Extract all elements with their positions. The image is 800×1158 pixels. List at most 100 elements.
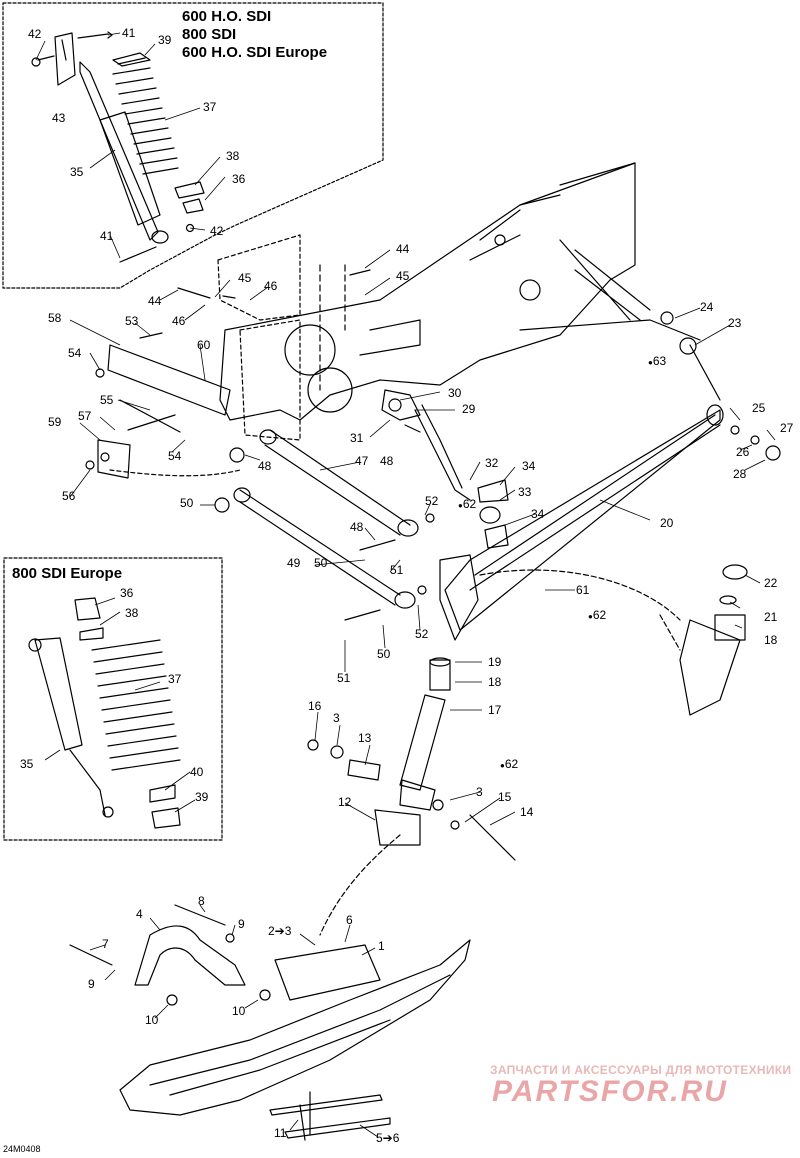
callout-c10b: 10 [232,1004,246,1018]
callout-c30: 30 [448,386,462,400]
callout-c63: ●63 [648,354,667,368]
spring-bottom [91,639,181,829]
callout-c42a: 42 [28,27,42,41]
callout-c1: 1 [378,939,385,953]
variant-title-line-1: 600 H.O. SDI [182,8,272,25]
variant-box-top [2,2,384,289]
callout-c41a: 41 [122,26,136,40]
callout-c54a: 54 [68,346,82,360]
ski-handle [69,904,246,986]
callout-c31: 31 [350,431,364,445]
callout-c11: 11 [274,1126,287,1140]
callout-c52b: 52 [415,627,429,641]
callout-c3a: 3 [333,711,340,725]
grease-drop-icon: ● [588,612,593,621]
callout-c41b: 41 [100,229,114,243]
callout-c10a: 10 [145,1013,159,1027]
callout-c27: 27 [780,421,794,435]
callout-c62c: ●62 [500,757,519,771]
watermark-tagline: ЗАПЧАСТИ И АКСЕССУАРЫ ДЛЯ МОТОТЕХНИКИ [490,1063,792,1077]
callout-c12: 12 [338,795,352,809]
callout-c18a: 18 [764,633,778,647]
callout-c26: 26 [736,445,750,459]
variant-title-line-2: 800 SDI [182,26,237,43]
callout-c8: 8 [198,894,205,908]
callout-c34a: 34 [522,459,536,473]
callout-c39b: 39 [195,790,209,804]
shock-absorber-bottom [28,597,114,818]
callout-c49: 49 [287,556,301,570]
callout-c40: 40 [190,765,204,779]
callout-c60: 60 [197,338,211,352]
callout-c50b: 50 [314,556,328,570]
callout-c48a: 48 [258,459,272,473]
callout-c45a: 45 [396,269,410,283]
callout-c32: 32 [485,456,499,470]
callout-c51b: 51 [337,671,351,685]
callout-c35a: 35 [70,165,84,179]
callout-c9b: 9 [88,977,95,991]
callout-c3b: 3 [476,785,483,799]
callout-c56: 56 [62,489,76,503]
variant-title-europe: 800 SDI Europe [12,565,123,582]
callout-c7: 7 [102,937,109,951]
callout-c18b: 18 [488,675,502,689]
callout-c36a: 36 [232,172,246,186]
callout-c56b: 5➔6 [376,1131,400,1145]
callout-c16: 16 [308,699,322,713]
callout-c54b: 54 [168,449,182,463]
callout-c22: 22 [764,576,778,590]
callout-c36b: 36 [120,586,134,600]
shock-bracket [97,344,231,479]
callout-c29: 29 [462,402,476,416]
callout-c15: 15 [498,790,512,804]
callout-c55: 55 [100,393,114,407]
steering-column [381,389,471,501]
callout-c39a: 39 [158,33,172,47]
callout-c46a: 46 [264,279,278,293]
callout-c28: 28 [733,467,747,481]
variant-box-bottom [3,557,223,841]
callout-c13: 13 [358,731,372,745]
callout-c42b: 42 [210,224,224,238]
callout-c34b: 34 [531,507,545,521]
leader-lines [35,32,776,1138]
callout-c25: 25 [752,401,766,415]
callout-c59: 59 [48,415,62,429]
callout-c38a: 38 [226,149,240,163]
tie-rod-end [477,479,509,549]
callout-c43: 43 [52,111,66,125]
callout-c50a: 50 [180,496,194,510]
callout-c48c: 48 [350,520,364,534]
callout-c9a: 9 [238,917,245,931]
callout-c53: 53 [125,314,139,328]
variant-title-line-3: 600 H.O. SDI Europe [182,44,328,61]
callout-c37b: 37 [168,672,182,686]
callout-c23b: 2➔3 [268,924,292,938]
callout-c61: 61 [576,583,590,597]
callout-c38b: 38 [125,606,139,620]
callout-c58: 58 [48,311,62,325]
callout-c21: 21 [764,610,778,624]
callout-c44b: 44 [148,294,162,308]
chassis-frame [217,162,651,441]
spring-top [112,52,205,214]
callout-c57: 57 [78,409,92,423]
callout-c6: 6 [346,913,353,927]
ski [119,939,471,1139]
callout-c51a: 51 [390,563,404,577]
callout-c17: 17 [488,703,502,717]
callout-c44a: 44 [396,242,410,256]
bolt-41-bottom [119,246,157,263]
callout-c14: 14 [520,805,534,819]
callout-c19: 19 [488,655,502,669]
callout-c62b: ●62 [588,608,607,622]
callout-c20: 20 [660,516,674,530]
callout-c37a: 37 [203,100,217,114]
callout-c4: 4 [136,907,143,921]
callout-c46b: 46 [172,314,186,328]
ski-leg-right [659,564,748,716]
